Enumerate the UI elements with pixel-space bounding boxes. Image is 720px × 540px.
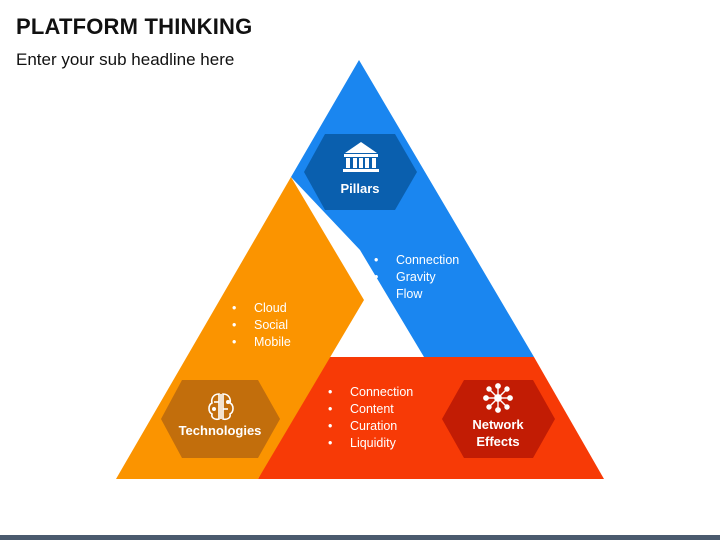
pillars-bullet: Gravity xyxy=(372,269,459,286)
technologies-bullet: Social xyxy=(230,317,291,334)
technologies-bullet-list: Cloud Social Mobile xyxy=(230,300,291,351)
technologies-bullet: Cloud xyxy=(230,300,291,317)
technologies-label: Technologies xyxy=(178,423,262,438)
network-effects-label-line2: Effects xyxy=(476,434,520,449)
brain-circuit-icon xyxy=(208,393,234,421)
pillars-building-icon xyxy=(343,142,379,172)
pillars-bullet-list: Connection Gravity Flow xyxy=(372,252,459,303)
network-effects-bullet: Liquidity xyxy=(326,435,413,452)
network-effects-hexagon xyxy=(442,380,555,458)
technologies-bullet: Mobile xyxy=(230,334,291,351)
footer-bar xyxy=(0,535,720,540)
network-effects-label: Network Effects xyxy=(452,416,544,450)
network-effects-bullet: Connection xyxy=(326,384,413,401)
pillars-bullet: Connection xyxy=(372,252,459,269)
network-effects-bullet-list: Connection Content Curation Liquidity xyxy=(326,384,413,452)
network-effects-bullet: Content xyxy=(326,401,413,418)
network-nodes-icon xyxy=(483,383,513,413)
network-effects-label-line1: Network xyxy=(472,417,524,432)
page-subtitle: Enter your sub headline here xyxy=(16,50,235,69)
pillars-label: Pillars xyxy=(340,181,380,196)
network-effects-bullet: Curation xyxy=(326,418,413,435)
pillars-bullet: Flow xyxy=(372,286,459,303)
page-title: PLATFORM THINKING xyxy=(16,14,253,39)
